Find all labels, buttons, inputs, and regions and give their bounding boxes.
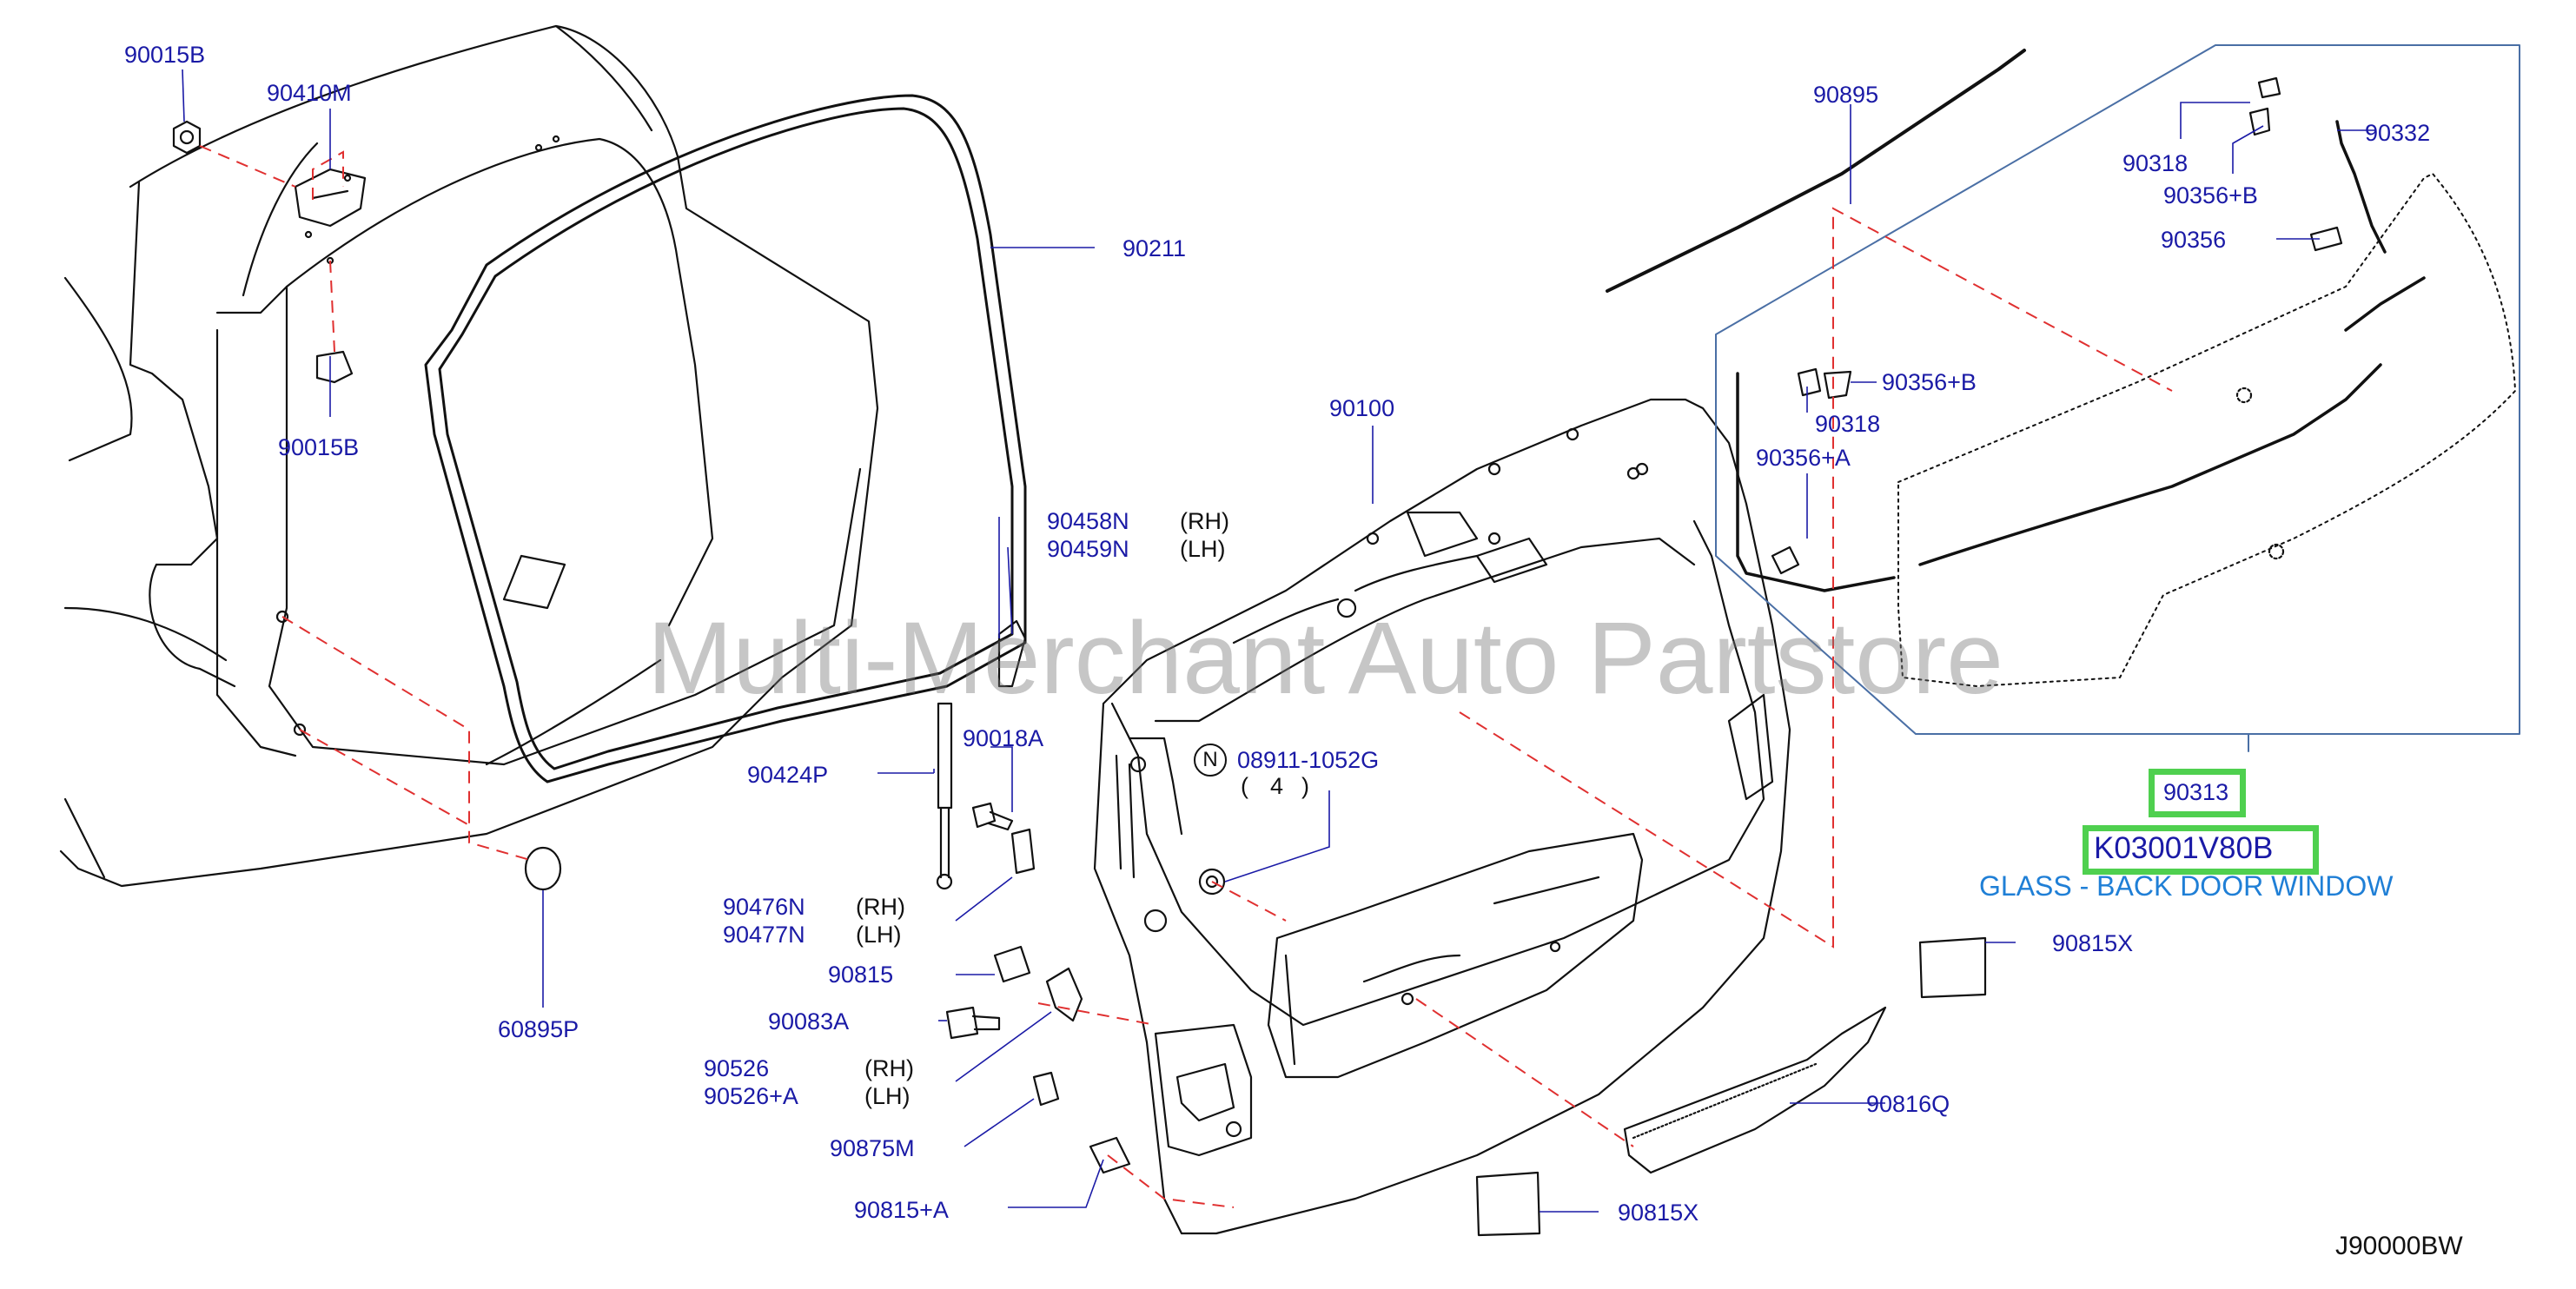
callout-90815X-bottom[interactable]: 90815X: [1618, 1200, 1699, 1226]
callout-90018A[interactable]: 90018A: [963, 725, 1044, 751]
part-description: GLASS - BACK DOOR WINDOW: [1979, 870, 2394, 902]
callout-90526A[interactable]: 90526+A: [704, 1083, 798, 1109]
callout-90100[interactable]: 90100: [1329, 395, 1395, 421]
weatherstrip-90211: [424, 94, 1027, 783]
qty-08911: 4: [1270, 773, 1284, 799]
diagram-code: J90000BW: [2335, 1232, 2463, 1260]
callout-90318-top[interactable]: 90318: [2122, 150, 2189, 176]
callout-90424P[interactable]: 90424P: [747, 762, 829, 788]
side-lh-90526A: (LH): [864, 1083, 911, 1109]
callout-08911-1052G[interactable]: 08911-1052G: [1237, 747, 1380, 773]
callout-90356B-top[interactable]: 90356+B: [2163, 182, 2258, 208]
callout-90318-mid[interactable]: 90318: [1815, 411, 1881, 437]
callout-90083A[interactable]: 90083A: [768, 1008, 850, 1035]
qty-open-paren: (: [1241, 773, 1248, 799]
dashed-assembly-lines: [199, 145, 2173, 1208]
callout-90015B-top[interactable]: 90015B: [124, 42, 206, 68]
callout-90875M[interactable]: 90875M: [830, 1135, 915, 1161]
watermark: Multi-Merchant Auto Partstore: [647, 601, 2003, 716]
callout-90895[interactable]: 90895: [1813, 82, 1879, 108]
note-n-symbol: N: [1194, 744, 1227, 777]
side-rh-90458N: (RH): [1180, 508, 1229, 534]
callout-leaders: [182, 69, 2376, 1213]
side-rh-90476N: (RH): [856, 894, 905, 920]
small-parts: [172, 76, 2343, 1237]
callout-90015B-bottom[interactable]: 90015B: [278, 434, 360, 460]
callout-90459N[interactable]: 90459N: [1047, 536, 1129, 562]
part-number-K03001V80B[interactable]: K03001V80B: [2094, 831, 2274, 865]
callout-90356B-mid[interactable]: 90356+B: [1882, 369, 1977, 395]
roof-molding-90895: [1606, 49, 2026, 293]
side-lh-90477N: (LH): [856, 922, 902, 948]
back-door-glass-90313: [1897, 173, 2516, 687]
callout-90356A[interactable]: 90356+A: [1756, 445, 1851, 471]
side-rh-90526: (RH): [864, 1055, 914, 1081]
glass-molding-upper: [2344, 276, 2426, 332]
callout-90815X-right[interactable]: 90815X: [2052, 930, 2134, 956]
vehicle-body-opening: [59, 24, 879, 888]
callout-60895P[interactable]: 60895P: [498, 1016, 579, 1042]
glass-molding-lower: [1918, 363, 2382, 566]
callout-90526[interactable]: 90526: [704, 1055, 770, 1081]
qty-close-paren: ): [1301, 773, 1309, 799]
glass-side-molding: [1736, 372, 1896, 592]
glass-seal-90332: [2335, 120, 2387, 254]
callout-90332[interactable]: 90332: [2365, 120, 2431, 146]
callout-90410M[interactable]: 90410M: [267, 80, 352, 106]
callout-90477N[interactable]: 90477N: [723, 922, 805, 948]
trim-bar-90816Q: [1623, 1006, 1887, 1174]
side-lh-90459N: (LH): [1180, 536, 1226, 562]
callout-90313[interactable]: 90313: [2163, 779, 2229, 805]
callout-90816Q[interactable]: 90816Q: [1866, 1091, 1950, 1117]
callout-90458N[interactable]: 90458N: [1047, 508, 1129, 534]
callout-90815[interactable]: 90815: [828, 962, 894, 988]
callout-90211[interactable]: 90211: [1122, 235, 1187, 261]
callout-90815A[interactable]: 90815+A: [854, 1197, 949, 1223]
back-door-panel-90100: [1093, 398, 1791, 1235]
highlight-box-part-number: [2083, 825, 2319, 875]
callout-90476N[interactable]: 90476N: [723, 894, 805, 920]
glass-detail-frame: [1715, 44, 2520, 752]
highlight-box-90313: [2149, 769, 2246, 817]
callout-90356[interactable]: 90356: [2161, 227, 2227, 253]
